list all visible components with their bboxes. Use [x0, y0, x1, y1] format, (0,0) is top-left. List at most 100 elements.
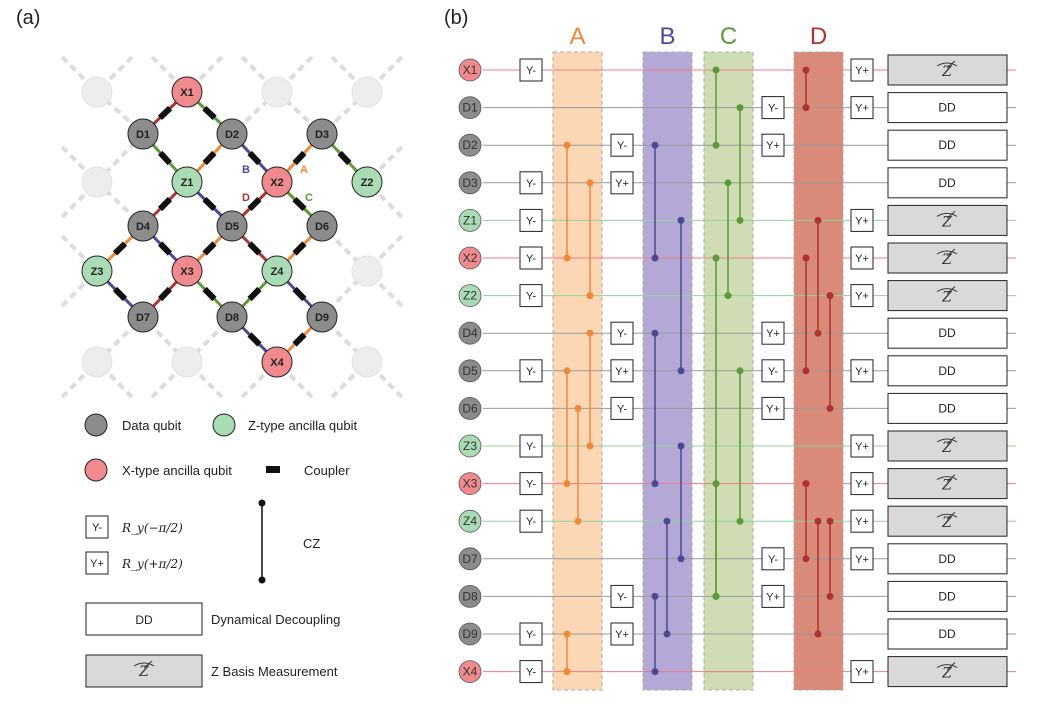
- dd-label: DD: [938, 326, 956, 340]
- gate-label: Y+: [615, 178, 629, 190]
- qubit-label: D2: [225, 129, 239, 141]
- gate-label: Y-: [526, 516, 536, 528]
- coupler-mark: [292, 241, 307, 256]
- meter-needle-icon: [946, 474, 956, 482]
- gate-label: Y+: [766, 591, 780, 603]
- meas-box-Z1: [887, 204, 1008, 236]
- legend-cz: CZ: [303, 536, 320, 551]
- cz-dot: [736, 367, 744, 375]
- meas-box-Z3: [887, 430, 1008, 462]
- qubit-D3: [306, 118, 338, 150]
- cz-dot: [563, 480, 571, 488]
- coupler-mark: [247, 332, 262, 347]
- cz-dot: [736, 104, 744, 112]
- legend-cz-dot-top: [258, 499, 266, 507]
- gate-box-g4-4: [850, 208, 874, 232]
- row-qubit-Z4: [458, 509, 482, 533]
- dd-box-D2: [887, 129, 1008, 161]
- ghost-qubit: [81, 346, 113, 378]
- qubit-label: D1: [136, 129, 150, 141]
- cz-dot: [586, 329, 594, 337]
- row-qubit-X1: [458, 58, 482, 82]
- dd-label: DD: [938, 364, 956, 378]
- row-label: D1: [462, 101, 478, 115]
- coupler-mark: [247, 150, 262, 166]
- meas-label: Z: [941, 440, 952, 456]
- gate-box-g1-16: [519, 660, 543, 684]
- cz-dot: [677, 367, 685, 375]
- qubit-Z3: [81, 255, 113, 287]
- gate-box-g3-14: [761, 584, 785, 608]
- qubit-label: D9: [315, 312, 329, 324]
- row-label: D8: [462, 589, 478, 603]
- gate-box-g1-4: [519, 208, 543, 232]
- gate-box-g4-13: [850, 547, 874, 571]
- meter-arc-icon: [936, 664, 958, 669]
- gate-label: Y+: [766, 328, 780, 340]
- dd-label: DD: [938, 627, 956, 641]
- row-qubit-X4: [458, 660, 482, 683]
- cz-dot: [814, 216, 822, 224]
- gate-box-g1-6: [519, 284, 543, 308]
- coupler-mark: [292, 332, 307, 347]
- dd-label: DD: [938, 401, 956, 415]
- qubit-D7: [127, 301, 159, 333]
- qubit-X1: [171, 76, 203, 108]
- row-label: X3: [463, 477, 478, 491]
- meter-needle-icon: [946, 60, 956, 69]
- coupler-mark: [202, 106, 217, 120]
- dd-label: DD: [938, 101, 956, 115]
- cz-dot: [802, 66, 810, 74]
- column-B-label: B: [659, 23, 675, 50]
- qubit-label: X2: [270, 177, 283, 189]
- gate-box-g1-5: [519, 246, 543, 270]
- row-qubit-D4: [458, 321, 482, 345]
- gate-label: Y-: [526, 629, 536, 641]
- gate-label: Y-: [526, 366, 536, 378]
- cz-dot: [586, 292, 594, 300]
- meas-label: Z: [941, 290, 952, 306]
- legend-data-qubit: Data qubit: [122, 418, 182, 433]
- meas-label: Z: [941, 252, 952, 268]
- cz-dot: [736, 517, 744, 525]
- legend-dd-desc: Dynamical Decoupling: [211, 612, 340, 627]
- gate-label: Y-: [617, 591, 627, 603]
- row-qubit-D3: [458, 171, 482, 195]
- qubit-label: D5: [225, 221, 239, 233]
- gate-label: Y+: [615, 366, 629, 378]
- ghost-qubit: [81, 76, 113, 108]
- cz-dot: [802, 254, 810, 262]
- qubit-label: D3: [315, 129, 329, 141]
- coupler-mark: [292, 286, 307, 302]
- meter-arc-icon: [936, 438, 958, 443]
- legend-dd-label: DD: [135, 613, 153, 627]
- cz-dot: [712, 66, 720, 74]
- cz-dot: [651, 592, 659, 600]
- row-label: Z4: [463, 514, 477, 528]
- coupler-mark: [247, 196, 262, 212]
- gate-box-g4-12: [850, 509, 874, 533]
- gate-label: Y+: [855, 291, 869, 303]
- coupler-mark: [292, 150, 307, 166]
- legend-z-ancilla: Z-type ancilla qubit: [248, 418, 357, 433]
- gate-label: Y+: [855, 215, 869, 227]
- meas-box-Z4: [887, 505, 1008, 537]
- coupler-mark: [247, 286, 262, 302]
- dd-box-D7: [887, 543, 1008, 575]
- dd-box-D5: [887, 355, 1008, 387]
- legend-yplus-label: Y+: [90, 558, 104, 570]
- legend-meas-label: Z: [138, 664, 149, 680]
- gate-box-g1-0: [519, 58, 543, 82]
- gate-label: Y+: [855, 554, 869, 566]
- cz-dot: [736, 216, 744, 224]
- legend-yminus-label: Y-: [92, 522, 102, 534]
- panel-b-label: (b): [444, 7, 468, 29]
- qubit-label: Z2: [361, 177, 374, 189]
- ghost-qubit: [171, 346, 203, 378]
- gate-label: Y-: [617, 328, 627, 340]
- meas-box-X4: [887, 656, 1008, 688]
- legend-data-qubit-icon: [84, 413, 108, 437]
- row-label: X1: [463, 63, 478, 77]
- gate-box-g4-10: [850, 434, 874, 458]
